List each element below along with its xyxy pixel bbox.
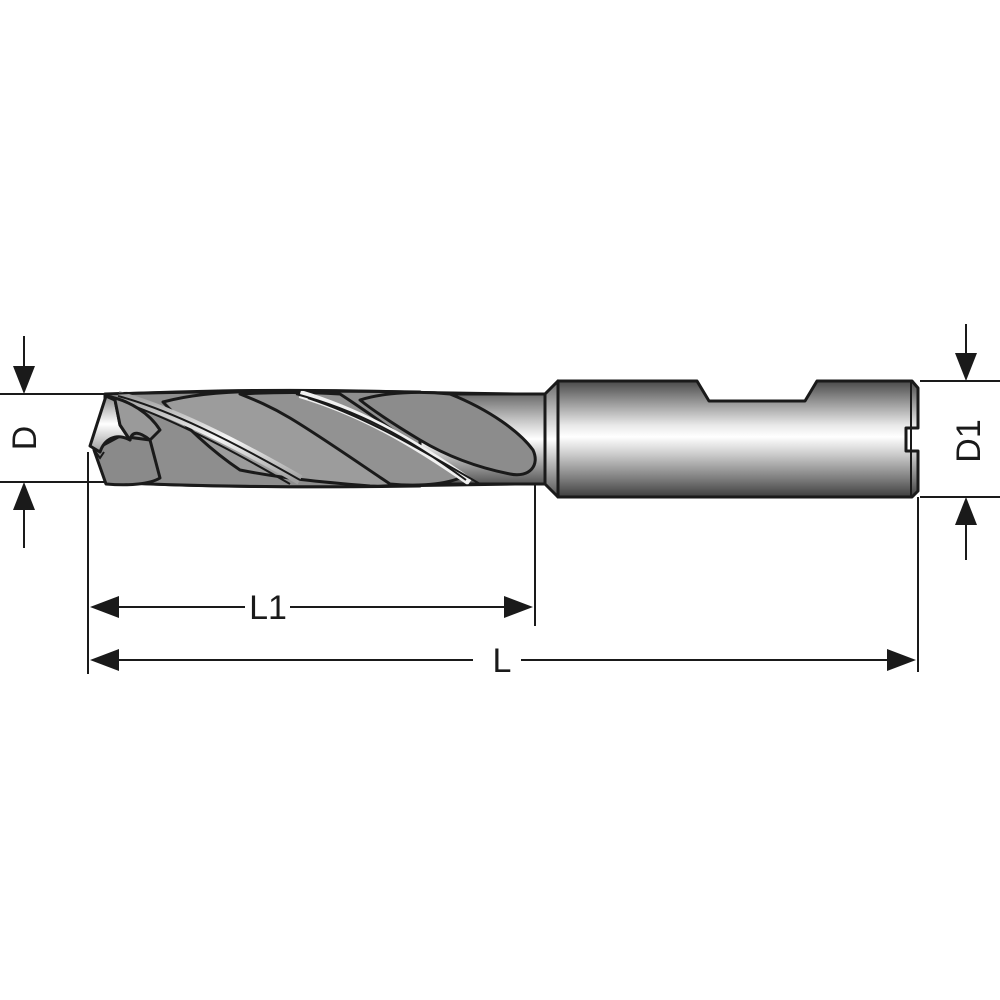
arrow-left-icon	[90, 596, 119, 618]
arrow-left-icon	[90, 649, 119, 671]
arrow-up-icon	[13, 482, 35, 510]
L1-label: L1	[249, 589, 287, 627]
arrow-right-icon	[887, 649, 916, 671]
D1-label: D1	[950, 419, 988, 462]
L-label: L	[493, 642, 512, 680]
point-lower-face	[92, 434, 162, 487]
fluted-body	[103, 388, 547, 489]
dimension-L: L	[90, 642, 916, 680]
flute-land-3	[238, 391, 462, 487]
dimension-D1: D1	[920, 324, 1000, 560]
arrow-up-icon	[955, 497, 977, 525]
dimension-D: D	[0, 336, 106, 548]
shank	[543, 379, 920, 499]
drill-point	[88, 394, 162, 487]
helix-edge-1a	[117, 395, 301, 481]
arrow-right-icon	[504, 596, 533, 618]
arrow-down-icon	[955, 353, 977, 381]
shank-body	[556, 379, 920, 499]
arrow-down-icon	[13, 366, 35, 394]
chisel-edge	[91, 446, 105, 460]
neck-collar	[543, 379, 560, 499]
helix-edge-2b	[307, 397, 481, 485]
point-upper-face	[104, 394, 162, 442]
dimension-L1: L1	[90, 589, 533, 627]
D-label: D	[6, 426, 44, 451]
body-top-edge	[104, 388, 546, 395]
